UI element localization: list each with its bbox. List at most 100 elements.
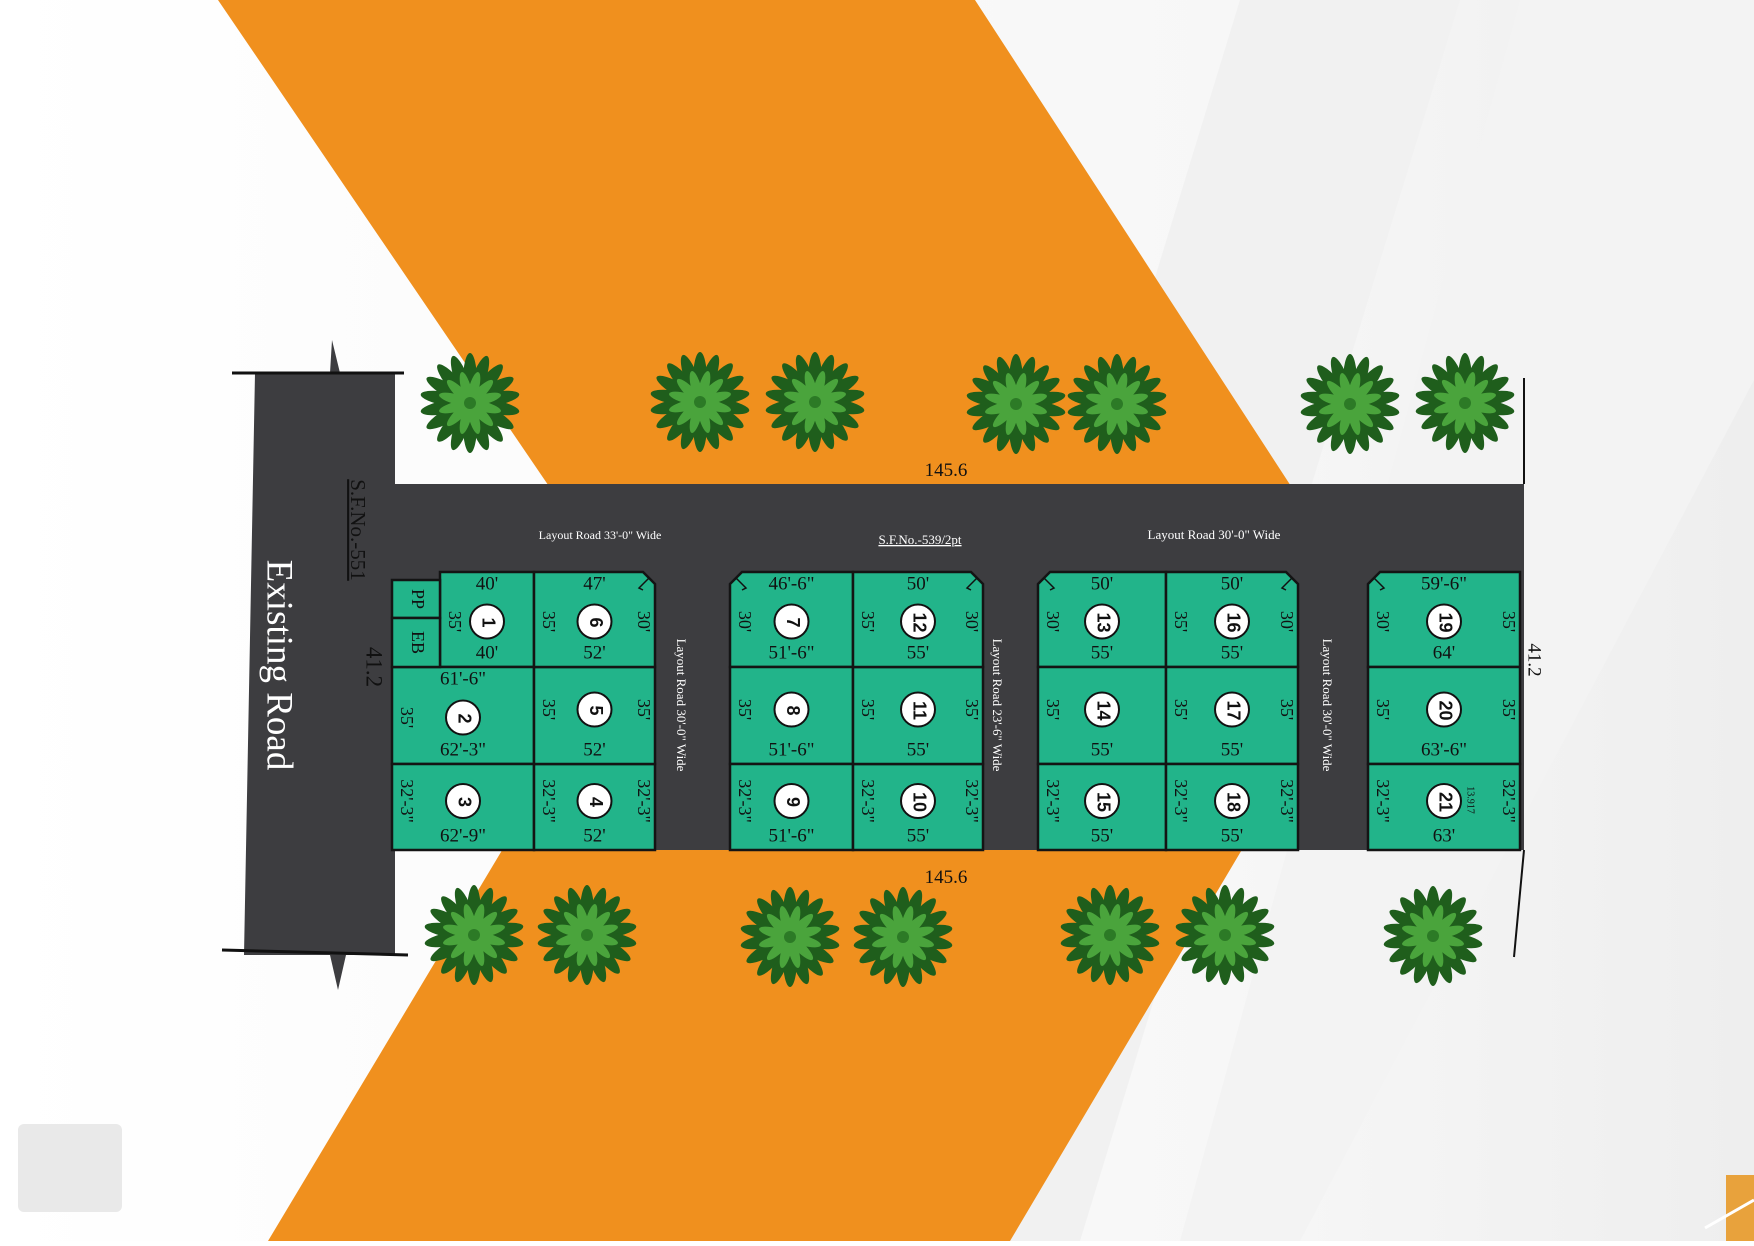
plot-8[interactable]: 851'-6"35'	[728, 665, 855, 766]
plot-bottom-dimension: 51'-6"	[768, 825, 814, 846]
plot-right-dimension: 35'	[962, 699, 982, 720]
plot-top-dimension: 61'-6"	[440, 668, 486, 689]
plot-right-dimension: 32'-3"	[1499, 779, 1519, 823]
plot-top-dimension: 47'	[583, 573, 605, 594]
tree-icon	[853, 887, 953, 987]
plot-left-dimension: 35'	[1171, 611, 1191, 632]
plot-number-badge: 9	[773, 783, 810, 819]
plot-number: 9	[783, 797, 803, 807]
tree-icon	[424, 885, 524, 985]
plot-number-badge: 6	[576, 603, 613, 640]
corner-splay-mark	[1280, 577, 1293, 591]
plot-6[interactable]: 647'52'35'30'	[532, 570, 657, 669]
plot-number-badge: 20	[1426, 691, 1462, 728]
plot-left-dimension: 35'	[397, 707, 417, 728]
plot-4[interactable]: 4 52' 32'-3" 32'-3"	[532, 762, 657, 852]
plot-left-dimension: 32'-3"	[858, 779, 878, 823]
top-length-label: 145.6	[925, 460, 968, 481]
plot-bottom-dimension: 55'	[907, 642, 929, 663]
plot-left-dimension: 30'	[1373, 611, 1393, 632]
plot-bottom-dimension: 55'	[907, 739, 929, 760]
layout-boundary-line	[1513, 849, 1525, 958]
plot-bottom-dimension: 52'	[583, 642, 605, 663]
plot-left-dimension: 32'-3"	[539, 779, 559, 823]
plot-number-badge: 10	[900, 783, 936, 819]
plot-bottom-dimension: 52'	[583, 739, 605, 760]
plot-right-dimension: 30'	[962, 611, 982, 632]
plot-5[interactable]: 552'35'35'	[532, 665, 657, 766]
plot-right-dimension: 32'-3"	[1277, 779, 1297, 823]
road-label-vertical-2: Layout Road 23'-6" Wide	[990, 639, 1005, 772]
road-label-vertical-3: Layout Road 30'-0" Wide	[1320, 639, 1335, 772]
plot-left-dimension: 35'	[858, 611, 878, 632]
tree-icon	[420, 353, 520, 453]
road-label-vertical-1: Layout Road 30'-0" Wide	[674, 639, 689, 772]
plot-10[interactable]: 10 55' 32'-3" 32'-3"	[851, 762, 985, 852]
plot-bottom-dimension: 40'	[476, 642, 498, 663]
plot-bottom-dimension: 55'	[907, 825, 929, 846]
plot-2[interactable]: 2 61'-6" 62'-3" 35'	[390, 665, 536, 766]
plot-right-dimension: 32'-3"	[634, 779, 654, 823]
plot-left-dimension: 35'	[1373, 699, 1393, 720]
tree-icon	[1067, 354, 1167, 454]
plot-bottom-dimension: 55'	[1221, 825, 1243, 846]
plot-number: 2	[454, 713, 474, 723]
plot-bottom-dimension: 55'	[1091, 642, 1113, 663]
plot-number: 20	[1435, 700, 1455, 720]
plot-right-dimension: 35'	[1277, 699, 1297, 720]
plot-number: 3	[454, 797, 474, 807]
existing-road-label: Existing Road	[259, 560, 300, 771]
eb-label: EB	[408, 631, 428, 654]
plot-left-dimension: 35'	[445, 611, 465, 632]
plot-number-badge: 4	[576, 783, 613, 819]
plot-bottom-dimension: 64'	[1433, 642, 1455, 663]
plot-number-badge: 13	[1084, 603, 1120, 640]
plot-number: 6	[586, 617, 606, 627]
plot-left-dimension: 35'	[735, 699, 755, 720]
slide-thumbnail[interactable]	[18, 1124, 122, 1212]
plot-9[interactable]: 951'-6"32'-3"	[728, 762, 855, 852]
plot-number: 5	[586, 705, 606, 715]
tree-icon	[1175, 885, 1275, 985]
tree-icon	[1383, 886, 1483, 986]
corner-splay-mark	[735, 577, 748, 591]
plot-3[interactable]: 362'-9"32'-3"	[390, 762, 536, 852]
plot-number-badge: 1	[469, 603, 505, 640]
plot-bottom-dimension: 52'	[583, 825, 605, 846]
plot-7[interactable]: 746'-6"51'-6"30'	[728, 570, 855, 669]
plot-number: 1	[478, 617, 498, 627]
plot-number: 21	[1435, 792, 1455, 812]
plot-right-dimension: 35'	[634, 699, 654, 720]
road-label-top-right: Layout Road 30'-0" Wide	[1148, 527, 1281, 542]
corner-splay-mark	[965, 577, 978, 591]
corner-splay-mark	[1043, 577, 1056, 591]
plot-1[interactable]: 140'40'35'	[438, 570, 536, 669]
plot-number: 12	[909, 612, 929, 632]
plot-number-badge: 2	[445, 699, 481, 736]
plot-right-dimension: 35'	[1499, 699, 1519, 720]
sf-number-left: S.F.No.-551	[346, 479, 370, 581]
plot-layer: 140'40'35'261'-6"62'-3"35'362'-9"32'-3"4…	[390, 570, 1522, 852]
plot-number-badge: 18	[1214, 783, 1250, 819]
plot-number-badge: 16	[1214, 603, 1250, 640]
plot-left-dimension: 32'-3"	[1373, 779, 1393, 823]
plot-left-dimension: 32'-3"	[1043, 779, 1063, 823]
plot-number: 14	[1093, 700, 1113, 720]
plot-right-dimension: 32'-3"	[962, 779, 982, 823]
left-width-label: 41.2	[362, 647, 387, 687]
plot-right-dimension: 30'	[634, 611, 654, 632]
pp-label: PP	[408, 589, 428, 609]
plot-bottom-dimension: 62'-3"	[440, 739, 486, 760]
